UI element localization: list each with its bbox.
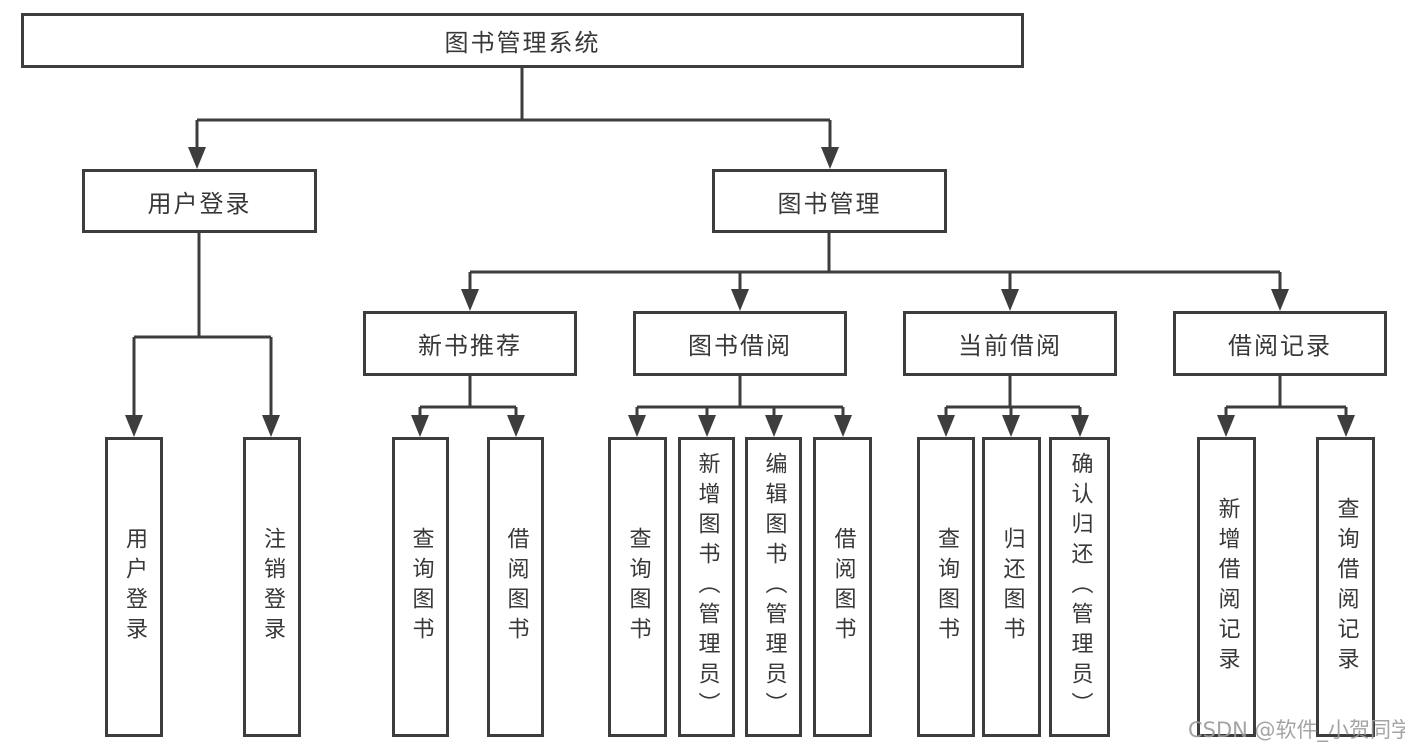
node-borrowing-records: 借阅记录 [1173,311,1387,376]
node-new-book-recommendation: 新书推荐 [363,311,577,376]
leaf-confirm-return-admin-label: 确认归还（管理员） [1067,452,1093,722]
leaf-add-book-admin-label: 新增图书（管理员） [694,452,720,722]
leaf-query-books-recommend-label: 查询图书 [408,527,434,647]
leaf-confirm-return-admin: 确认归还（管理员） [1049,437,1110,737]
leaf-add-borrow-record: 新增借阅记录 [1197,437,1256,737]
leaf-query-books-current: 查询图书 [917,437,975,737]
node-borrowing-records-label: 借阅记录 [1228,332,1332,360]
node-book-borrowing-label: 图书借阅 [688,332,792,360]
leaf-borrow-books-borrowing-label: 借阅图书 [830,527,856,647]
leaf-query-books-current-label: 查询图书 [934,527,959,647]
leaf-borrow-books-recommend-label: 借阅图书 [503,527,529,647]
leaf-user-login-label: 用户登录 [122,527,147,647]
leaf-return-book: 归还图书 [982,437,1041,737]
leaf-logout-label: 注销登录 [260,527,285,647]
leaf-borrow-books-recommend: 借阅图书 [487,437,544,737]
node-current-borrowing-label: 当前借阅 [958,332,1062,360]
arrowhead-icons [125,147,1355,437]
leaf-return-book-label: 归还图书 [999,527,1025,647]
node-book-borrowing: 图书借阅 [633,311,847,376]
node-current-borrowing: 当前借阅 [903,311,1117,376]
node-root: 图书管理系统 [21,13,1024,68]
leaf-query-borrow-record: 查询借阅记录 [1316,437,1375,737]
node-new-book-recommendation-label: 新书推荐 [418,332,522,360]
leaf-add-book-admin: 新增图书（管理员） [678,437,735,737]
watermark: CSDN @软件_小贺同学 [1188,718,1405,742]
leaf-add-borrow-record-label: 新增借阅记录 [1214,497,1240,677]
node-book-management-label: 图书管理 [777,189,882,218]
node-user-login-label: 用户登录 [147,189,252,218]
leaf-query-books-borrowing-label: 查询图书 [625,527,651,647]
node-book-management: 图书管理 [712,169,947,233]
leaf-borrow-books-borrowing: 借阅图书 [813,437,872,737]
leaf-edit-book-admin-label: 编辑图书（管理员） [761,452,787,722]
node-root-label: 图书管理系统 [444,29,601,57]
leaf-edit-book-admin: 编辑图书（管理员） [745,437,802,737]
leaf-logout: 注销登录 [243,437,301,737]
leaf-user-login: 用户登录 [105,437,163,737]
tree-connectors [132,66,1348,416]
leaf-query-books-recommend: 查询图书 [392,437,449,737]
node-user-login: 用户登录 [82,169,317,233]
leaf-query-books-borrowing: 查询图书 [608,437,667,737]
leaf-query-borrow-record-label: 查询借阅记录 [1333,497,1359,677]
